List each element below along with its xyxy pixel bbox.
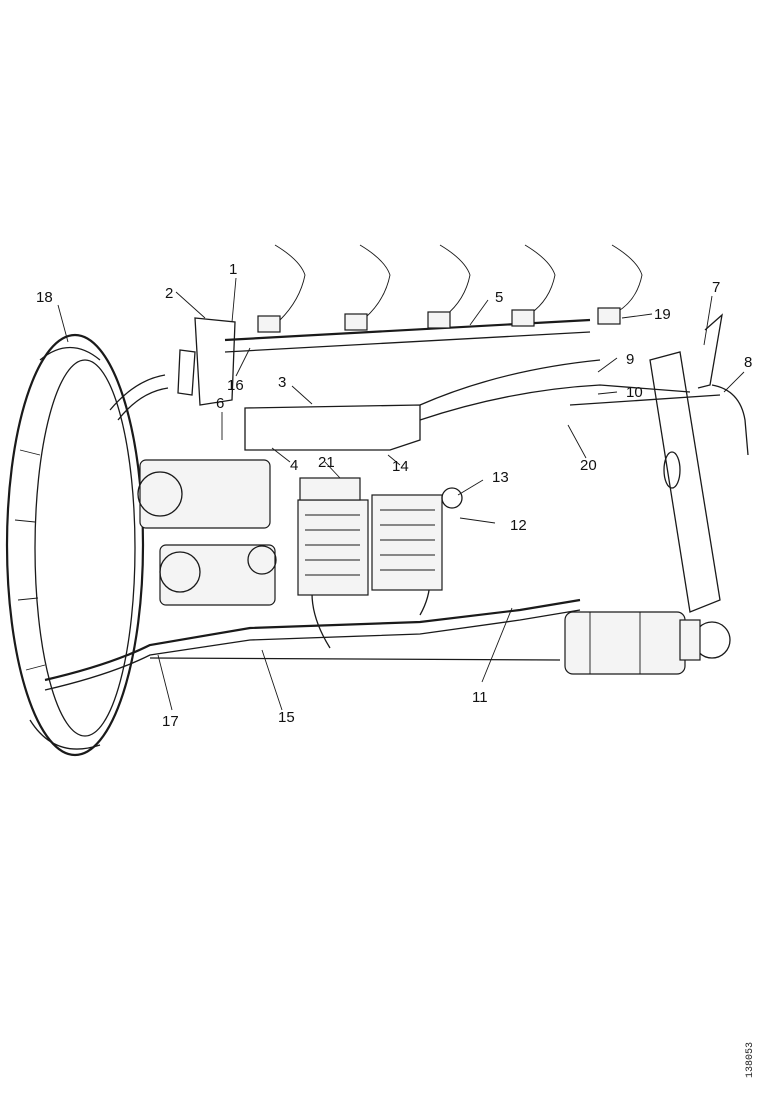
callout-1: 1 (229, 261, 237, 278)
injector-connector-leads-icon (224, 244, 643, 353)
callout-5: 5 (495, 289, 503, 306)
starter-motor-icon (564, 611, 731, 675)
callout-16: 16 (227, 377, 244, 394)
callout-14: 14 (392, 458, 409, 475)
callout-11: 11 (472, 689, 488, 706)
turbocharger-icon (137, 459, 277, 606)
callout-labels: 1 2 3 4 5 6 7 8 9 10 11 12 13 14 15 16 1… (36, 261, 752, 730)
callout-4: 4 (290, 457, 298, 474)
callout-19: 19 (654, 306, 671, 323)
engine-control-unit-icon (297, 477, 463, 596)
callout-7: 7 (712, 279, 720, 296)
callout-2: 2 (165, 285, 173, 302)
callout-8: 8 (744, 354, 752, 371)
callout-12: 12 (510, 517, 527, 534)
callout-10: 10 (626, 384, 643, 401)
callout-17: 17 (162, 713, 179, 730)
wiring-harness-loom-icon (44, 374, 581, 691)
callout-3: 3 (278, 374, 286, 391)
callout-20: 20 (580, 457, 597, 474)
reference-code: 138053 (745, 1042, 756, 1078)
flywheel-housing-ring-icon (5, 333, 145, 757)
callout-21: 21 (318, 454, 335, 471)
callout-18: 18 (36, 289, 53, 306)
callout-13: 13 (492, 469, 509, 486)
callout-6: 6 (216, 395, 224, 412)
leader-lines (57, 277, 745, 711)
callout-9: 9 (626, 351, 634, 368)
callout-15: 15 (278, 709, 295, 726)
